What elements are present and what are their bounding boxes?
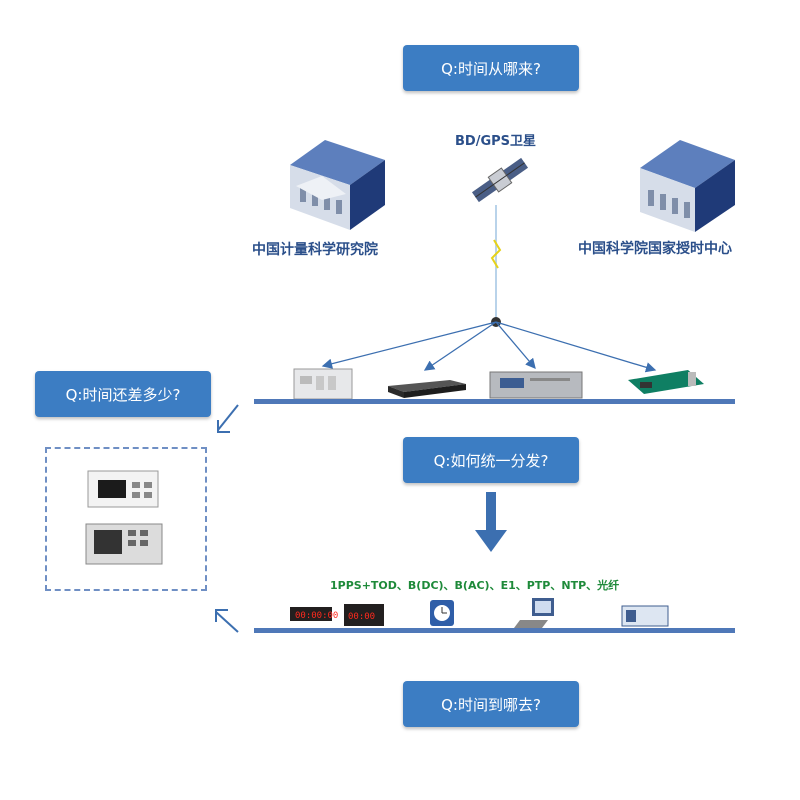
upper-distribution-bar [254,399,735,404]
rack-device-3 [489,371,583,399]
down-arrow [475,492,507,552]
distribution-arrows [321,321,657,373]
signal-beam [490,205,502,318]
question-time-destination: Q:时间到哪去? [403,681,579,727]
left-building-label: 中国计量科学研究院 [252,242,378,258]
server-icon [621,605,669,627]
right-building-label: 中国科学院国家授时中心 [578,241,732,257]
left-building-icon [290,140,385,230]
right-building-icon [640,140,735,232]
svg-text:00:00: 00:00 [348,612,375,622]
instrument-1 [87,470,159,508]
pcie-card [628,370,704,394]
satellite-icon [471,157,529,203]
question-distribution: Q:如何统一分发? [403,437,579,483]
led-clock-2: 00:00 [344,604,384,626]
clock-icon [430,600,454,626]
question-time-offset: Q:时间还差多少? [35,371,211,417]
test-instruments-box [45,447,207,591]
rack-device-1 [293,368,353,400]
signal-types-label: 1PPS+TOD、B(DC)、B(AC)、E1、PTP、NTP、光纤 [330,579,620,592]
satellite-label: BD/GPS卫星 [455,134,537,149]
svg-text:00:00:00: 00:00:00 [295,611,338,621]
question-time-source: Q:时间从哪来? [403,45,579,91]
rack-device-2 [388,380,466,398]
instrument-2 [85,523,163,565]
computer-icon [514,598,554,628]
lower-distribution-bar [254,628,735,633]
arrow-to-box-bottom [215,609,239,633]
led-clock-1: 00:00:00 [290,607,338,621]
arrow-to-box-top [217,404,239,433]
